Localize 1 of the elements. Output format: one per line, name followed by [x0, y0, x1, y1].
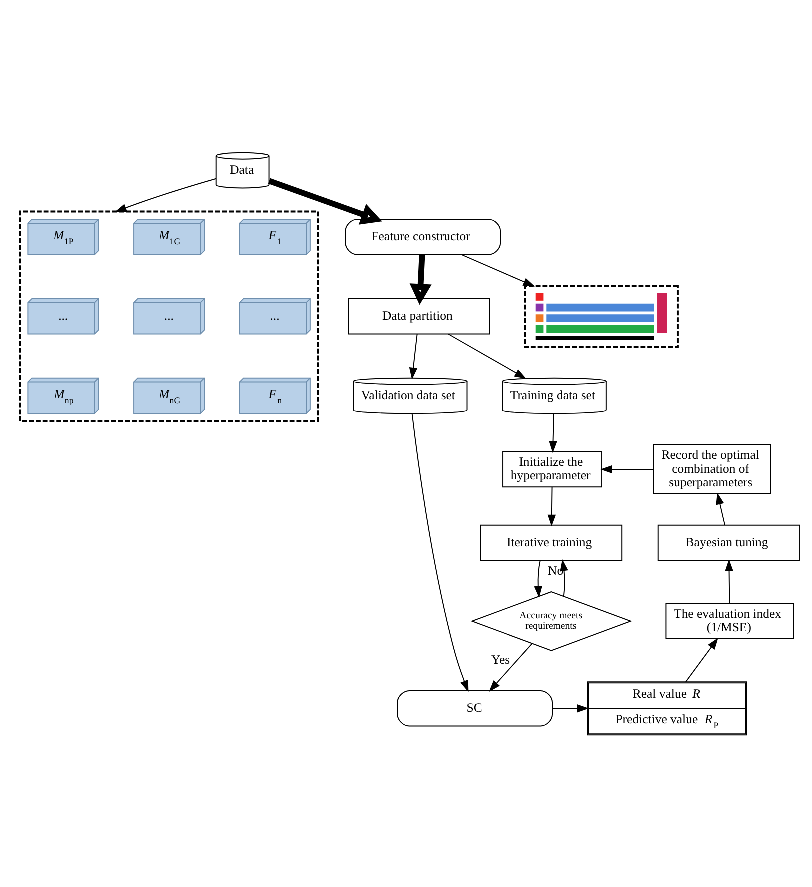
- edge-label: Yes: [492, 652, 510, 666]
